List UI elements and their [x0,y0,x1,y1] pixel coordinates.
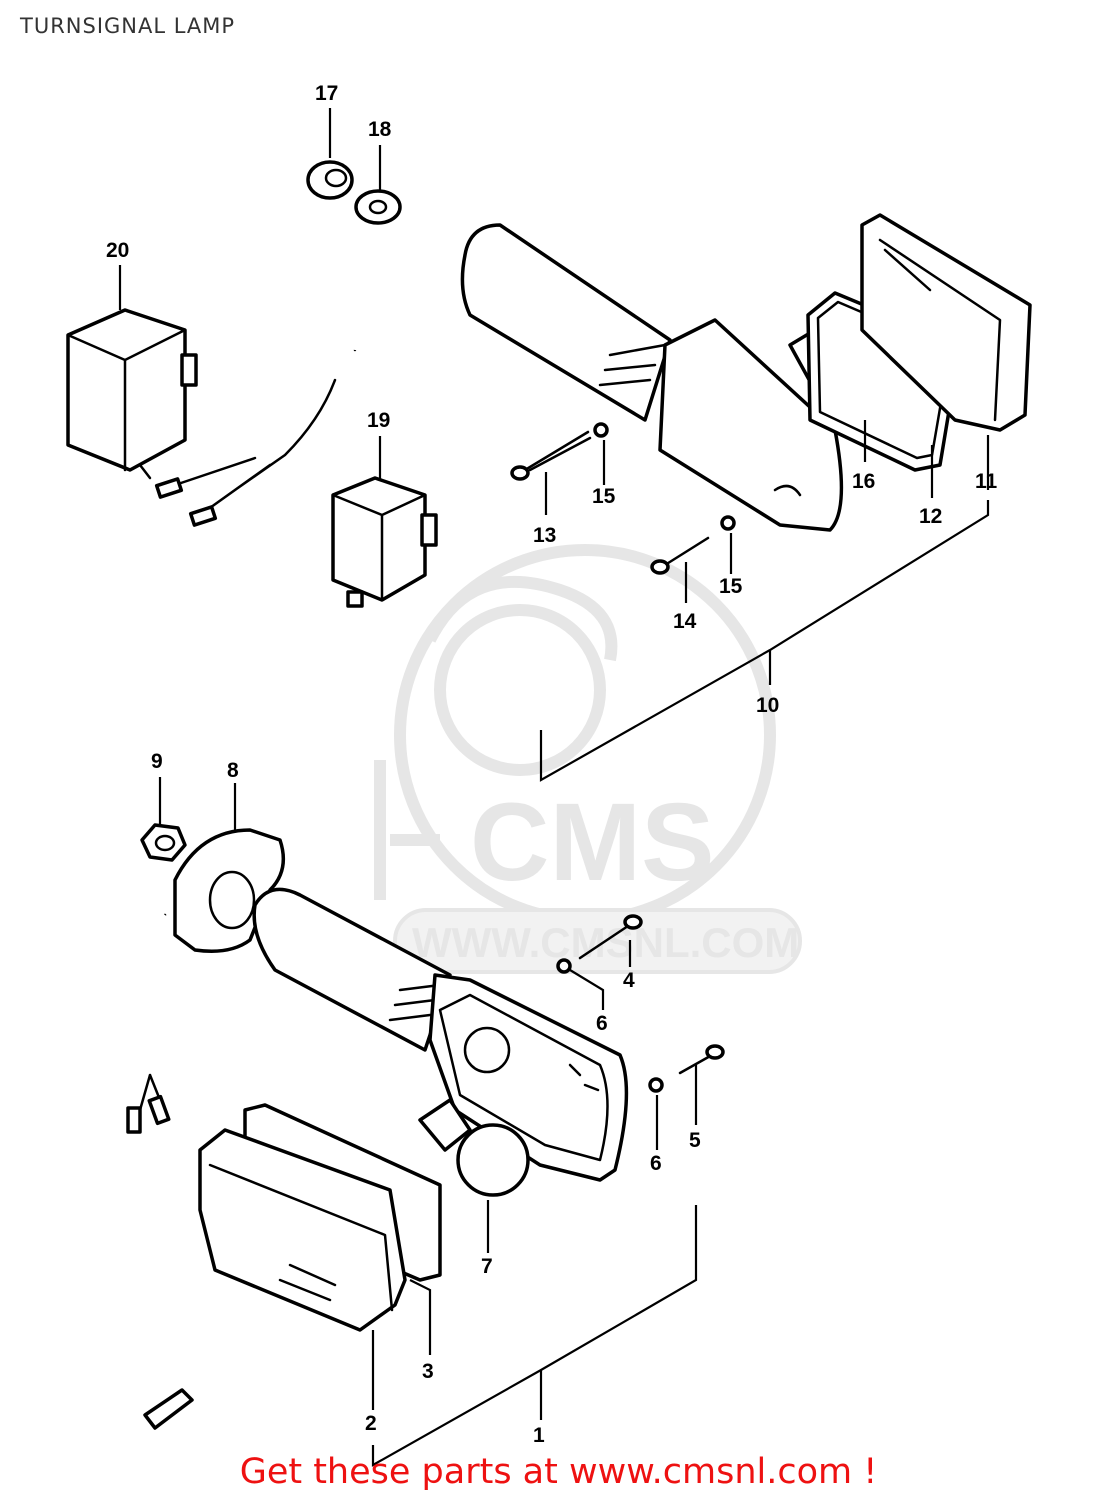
callout-label: 20 [106,239,129,262]
callout-label: 6 [650,1152,662,1175]
screw-4-icon [578,914,643,960]
relay-19-icon [331,476,438,608]
callout-label: 15 [719,575,743,598]
callout-label: 9 [151,750,163,773]
lower-turnsignal-assembly [126,823,725,1430]
callout-label: 14 [673,610,697,633]
washer-18-icon [354,189,402,225]
connector-icon [154,477,184,499]
watermark-wrench [374,760,440,900]
bulb-7-icon [418,1098,530,1197]
lens-11-icon [860,213,1032,432]
callout-label: 10 [756,694,779,717]
callout-label: 16 [852,470,875,493]
screw-13-icon [510,430,592,481]
nut-6-icon [648,1077,664,1093]
front-arrow-icon [143,1388,194,1430]
nut-15-icon [593,422,609,438]
nut-6-icon [556,958,572,974]
housing-stem [252,887,452,1052]
lens-2-icon [198,1128,407,1332]
screw-14-icon [650,536,710,575]
callout-label: 1 [533,1424,545,1447]
connector-icon [126,1106,142,1134]
callout-label: 11 [975,470,998,493]
nut-15-icon [720,515,736,531]
callout-label: 12 [919,505,942,528]
callout-label: 4 [623,969,635,992]
upper-turnsignal-assembly [66,160,1032,608]
callout-label: 8 [227,759,239,782]
watermark-face [434,604,606,776]
footer-promo-link[interactable]: Get these parts at www.cmsnl.com ! [239,1452,878,1492]
callout-label: 2 [365,1412,377,1435]
diagram-title: TURNSIGNAL LAMP [20,14,236,38]
callout-label: 18 [368,118,392,141]
callout-label: 15 [592,485,616,508]
relay-20-icon [66,308,198,480]
watermark-url: WWW.CMSNL.COM [412,919,799,966]
wire-lead [198,378,337,517]
callout-labels: 1 2 3 4 5 6 6 7 8 9 10 11 12 13 14 15 15… [106,82,998,1447]
screw-5-icon [678,1044,725,1075]
callout-label: 6 [596,1012,608,1035]
watermark-brand: CMS [470,781,714,904]
lamp-housing [428,973,629,1182]
callout-label: 3 [422,1360,434,1383]
leader-lines [118,108,990,1467]
connector-icon [188,505,218,527]
connector-icon [147,1094,171,1126]
nut-9-icon [140,823,187,862]
watermark-helmet [424,575,618,662]
cms-watermark: CMS WWW.CMSNL.COM [374,544,802,974]
callout-label: 5 [689,1129,701,1152]
callout-label: 13 [533,524,556,547]
callout-label: 19 [367,409,390,432]
watermark-url-pill [393,908,802,974]
housing-stem [460,223,672,422]
callout-label: 17 [315,82,338,105]
nut-17-icon [306,160,354,200]
callout-label: 7 [481,1255,493,1278]
